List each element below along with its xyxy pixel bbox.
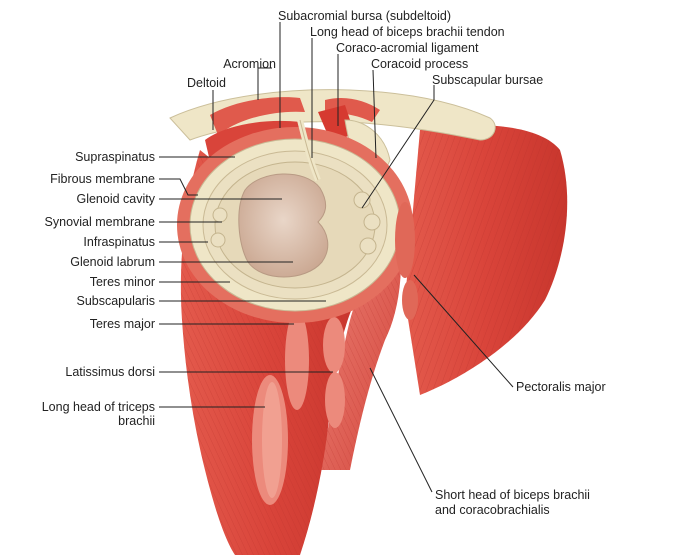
label-latissimus-dorsi: Latissimus dorsi <box>65 365 155 379</box>
leader-pectoralis <box>413 274 514 388</box>
pectoralis-major-shape <box>405 125 568 396</box>
leader-coracoid <box>372 69 377 159</box>
label-teres-minor: Teres minor <box>89 275 155 289</box>
label-pectoralis-major: Pectoralis major <box>516 380 606 394</box>
label-long-head-triceps-line2: brachii <box>118 414 155 428</box>
leader-lines <box>159 22 514 493</box>
label-subacromial-bursa: Subacromial bursa (subdeltoid) <box>278 9 452 23</box>
biceps-tendon <box>297 119 321 182</box>
labrum-bumps <box>210 191 381 255</box>
leader-subscapular-bursae <box>361 85 435 209</box>
label-short-head-biceps-line2: and coracobrachialis <box>435 503 550 517</box>
label-acromion: Acromion <box>223 57 276 71</box>
label-glenoid-cavity: Glenoid cavity <box>76 192 155 206</box>
label-teres-major: Teres major <box>89 317 155 331</box>
label-fibrous-membrane: Fibrous membrane <box>50 172 155 186</box>
label-glenoid-labrum: Glenoid labrum <box>70 255 155 269</box>
leader-short-head <box>369 367 433 493</box>
label-infraspinatus: Infraspinatus <box>83 235 155 249</box>
label-coraco-acromial-ligament: Coraco-acromial ligament <box>336 41 479 55</box>
label-deltoid: Deltoid <box>187 76 226 90</box>
glenoid-cavity-shape <box>238 173 329 278</box>
label-synovial-membrane: Synovial membrane <box>44 215 155 229</box>
label-long-head-biceps-tendon: Long head of biceps brachii tendon <box>310 25 505 39</box>
label-long-head-triceps-line1: Long head of triceps <box>41 400 155 414</box>
subscapular-bursae-shape <box>395 202 418 320</box>
leader-fibrous <box>159 178 198 196</box>
deltoid-band <box>210 97 380 135</box>
label-supraspinatus: Supraspinatus <box>75 150 155 164</box>
label-coracoid-process: Coracoid process <box>371 57 469 71</box>
label-subscapular-bursae: Subscapular bursae <box>432 73 544 87</box>
label-subscapularis: Subscapularis <box>76 294 155 308</box>
label-short-head-biceps-line1: Short head of biceps brachii <box>435 488 590 502</box>
